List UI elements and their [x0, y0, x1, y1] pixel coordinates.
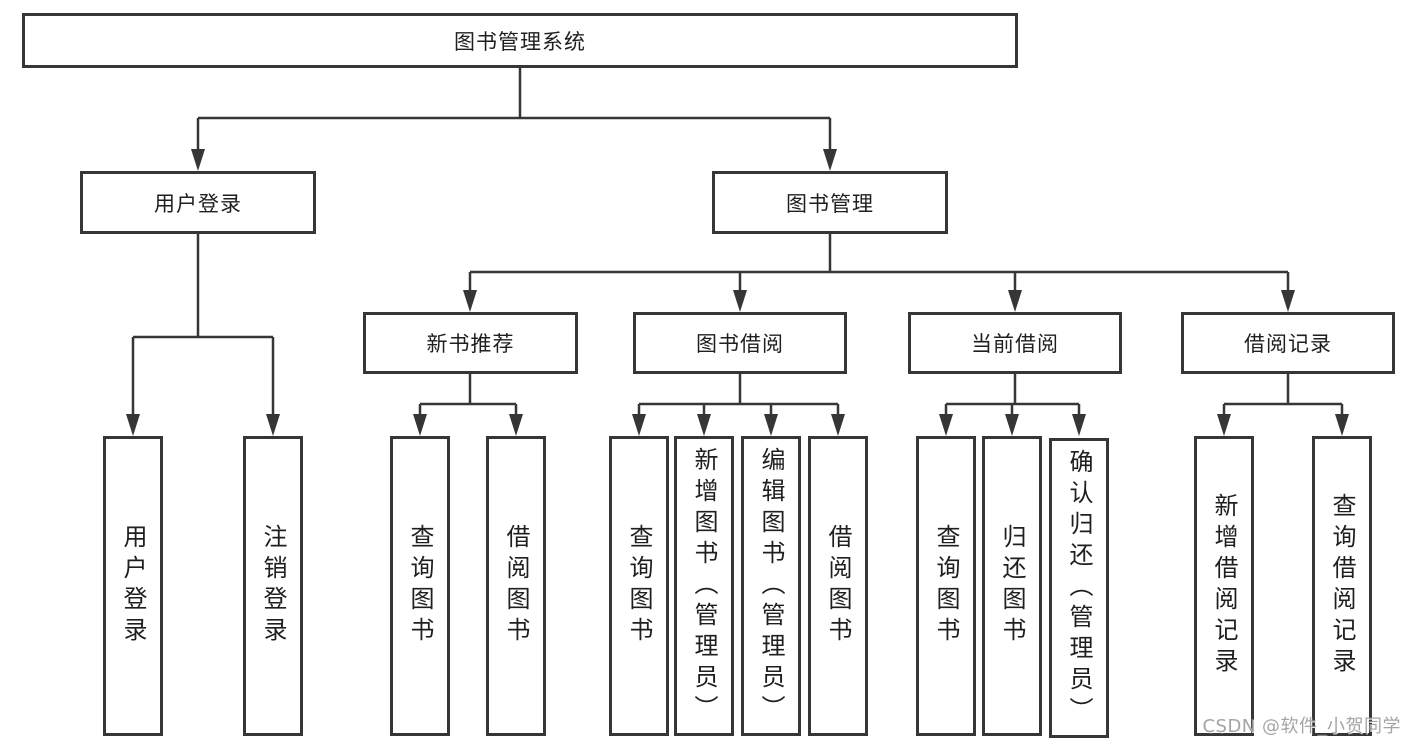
leaf-query-borrow-record: 查询借阅记录: [1312, 436, 1372, 736]
leaf-add-book-admin-label: 新增图书（管理员）: [690, 446, 718, 726]
leaf-query-book-1: 查询图书: [390, 436, 450, 736]
node-book-borrow-label: 图书借阅: [696, 332, 784, 356]
node-borrow-record: 借阅记录: [1181, 312, 1395, 374]
leaf-add-borrow-record: 新增借阅记录: [1194, 436, 1254, 736]
node-current-borrow: 当前借阅: [908, 312, 1122, 374]
arrowheads: [126, 149, 1349, 436]
node-book-borrow: 图书借阅: [633, 312, 847, 374]
leaf-borrow-book-2-label: 借阅图书: [824, 524, 852, 648]
leaf-edit-book-admin-label: 编辑图书（管理员）: [757, 446, 785, 726]
watermark-text: CSDN @软件_小贺同学: [1202, 716, 1401, 737]
leaf-query-book-3: 查询图书: [916, 436, 976, 736]
leaf-query-book-1-label: 查询图书: [406, 524, 434, 648]
leaf-query-borrow-record-label: 查询借阅记录: [1328, 493, 1356, 679]
leaf-edit-book-admin: 编辑图书（管理员）: [741, 436, 801, 736]
node-user-login: 用户登录: [80, 171, 316, 234]
leaf-confirm-return-admin-label: 确认归还（管理员）: [1065, 448, 1093, 728]
node-book-management-label: 图书管理: [786, 191, 874, 216]
leaf-user-login-label: 用户登录: [119, 524, 147, 648]
node-borrow-record-label: 借阅记录: [1244, 332, 1332, 356]
node-root-label: 图书管理系统: [454, 29, 586, 54]
leaf-borrow-book-1: 借阅图书: [486, 436, 546, 736]
leaf-add-borrow-record-label: 新增借阅记录: [1210, 493, 1238, 679]
leaf-borrow-book-1-label: 借阅图书: [502, 524, 530, 648]
leaf-return-book: 归还图书: [982, 436, 1042, 736]
node-new-book-recommend: 新书推荐: [363, 312, 578, 374]
leaf-query-book-2: 查询图书: [609, 436, 669, 736]
node-new-book-recommend-label: 新书推荐: [426, 332, 515, 356]
node-user-login-label: 用户登录: [154, 191, 242, 216]
leaf-confirm-return-admin: 确认归还（管理员）: [1049, 438, 1109, 738]
leaf-user-login: 用户登录: [103, 436, 163, 736]
leaf-return-book-label: 归还图书: [998, 524, 1026, 648]
leaf-borrow-book-2: 借阅图书: [808, 436, 868, 736]
leaf-logout: 注销登录: [243, 436, 303, 736]
leaf-logout-label: 注销登录: [259, 524, 287, 648]
node-root: 图书管理系统: [22, 13, 1018, 68]
leaf-query-book-2-label: 查询图书: [625, 524, 653, 648]
node-book-management: 图书管理: [712, 171, 948, 234]
node-current-borrow-label: 当前借阅: [971, 332, 1059, 356]
leaf-query-book-3-label: 查询图书: [932, 524, 960, 648]
leaf-add-book-admin: 新增图书（管理员）: [674, 436, 734, 736]
